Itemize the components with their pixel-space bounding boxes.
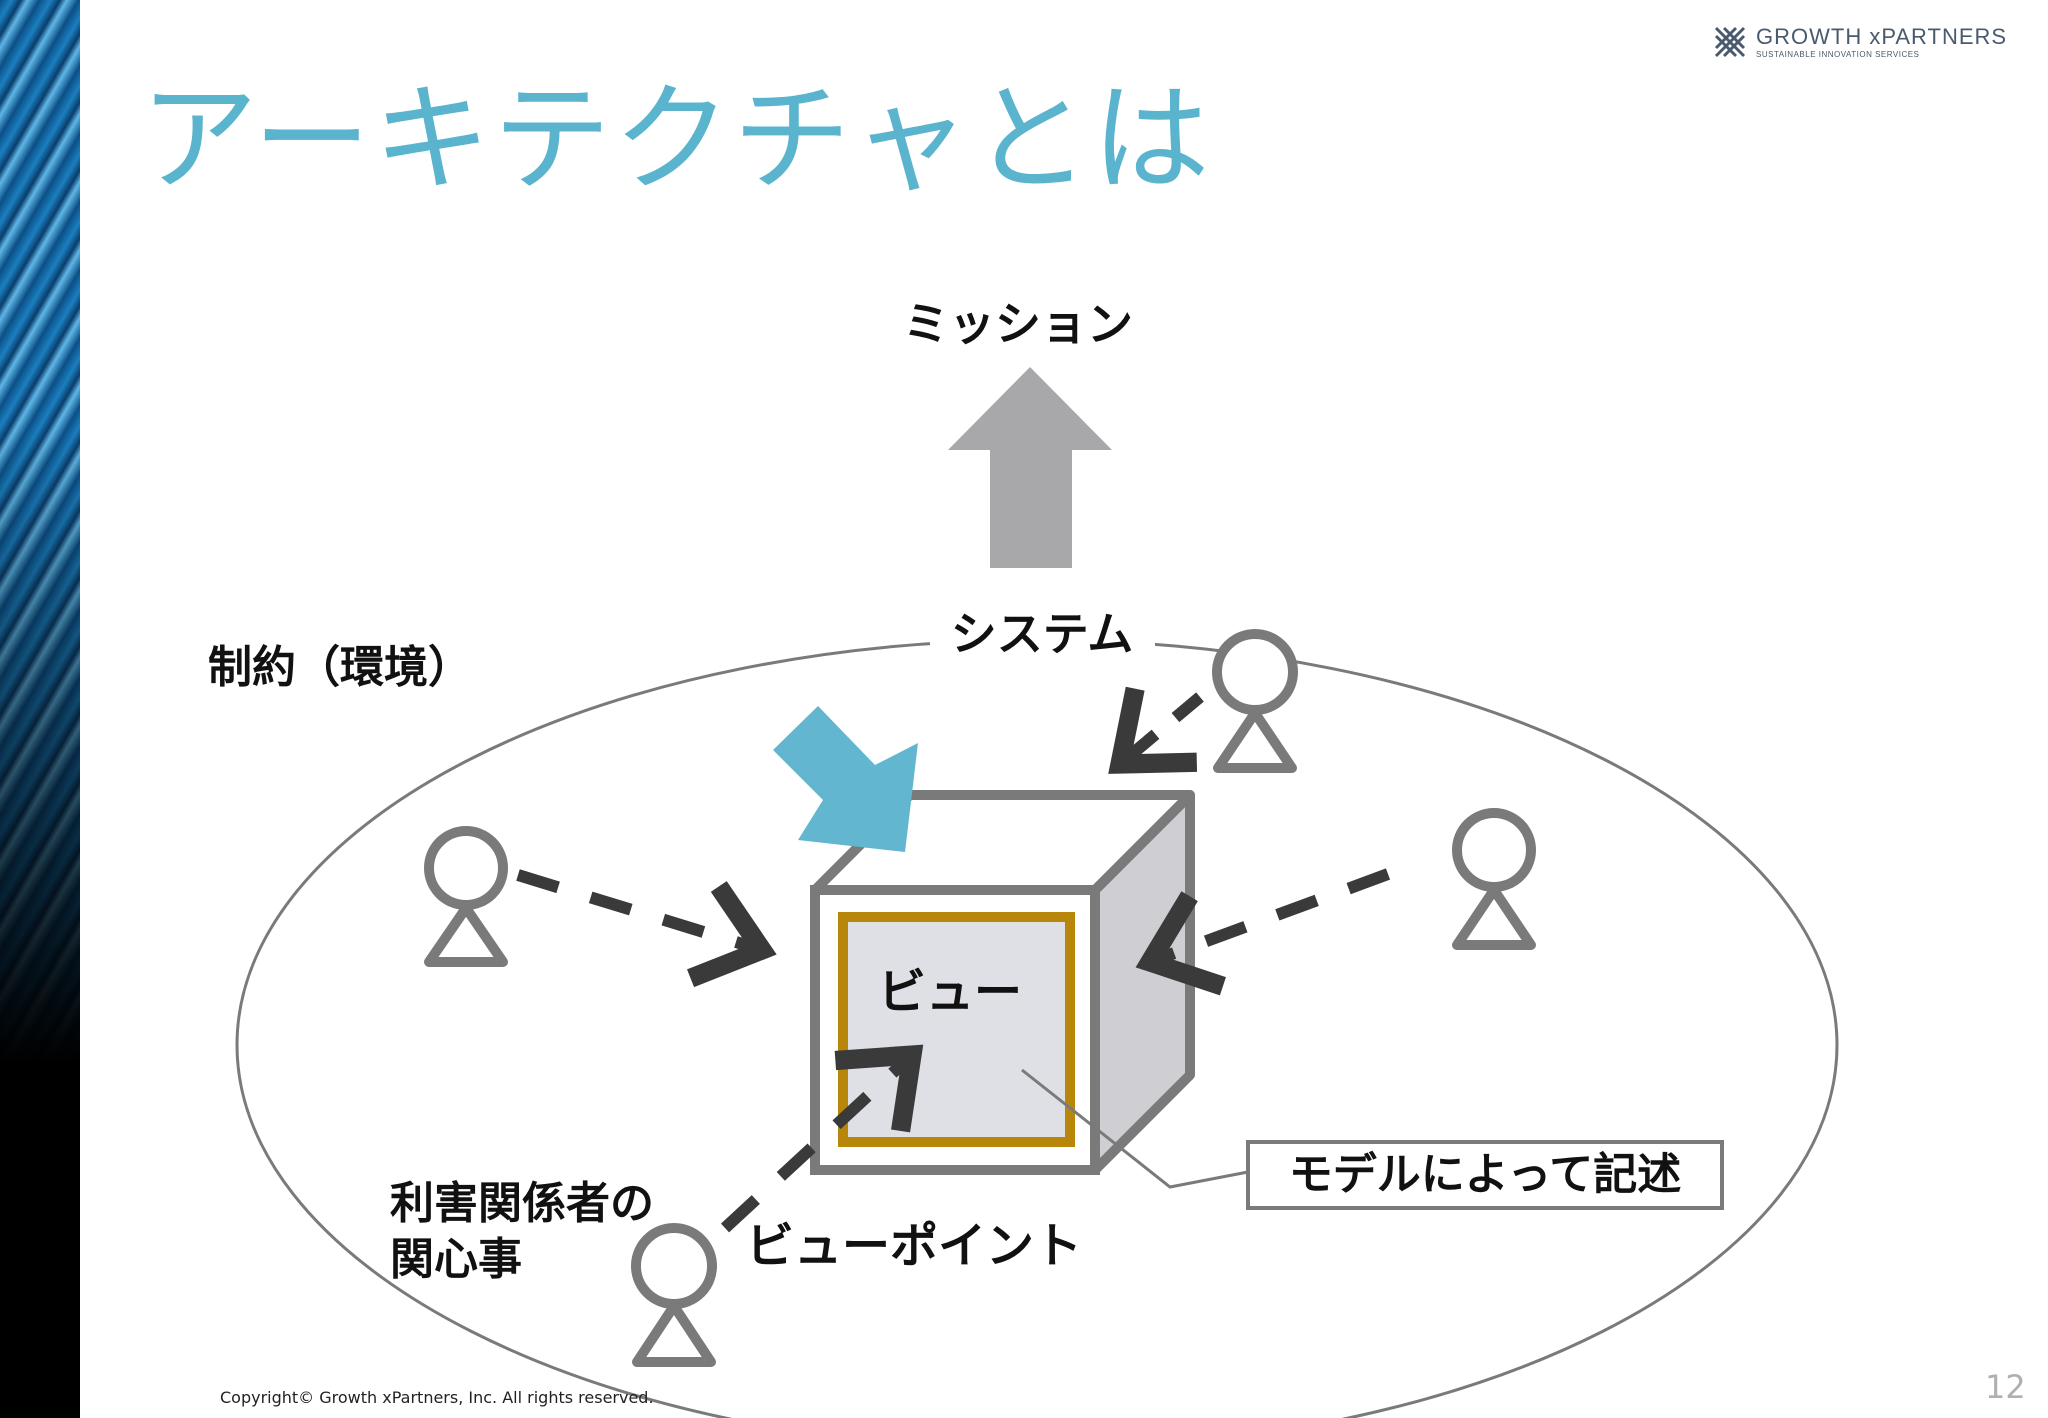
view-label: ビュー [878, 964, 1022, 1020]
stakeholder-arrow-top [1108, 686, 1204, 774]
stakeholder-figure-top [1212, 629, 1298, 773]
stakeholder-figure-right [1452, 808, 1536, 950]
mission-arrow [948, 367, 1112, 568]
stakeholder-figure-left [424, 826, 508, 967]
callout-box [1246, 1140, 1724, 1210]
concern-label-line2: 関心事 [390, 1234, 522, 1285]
callout-leader-line [1021, 1068, 1249, 1189]
system-cube [810, 790, 1195, 1175]
logo-tagline: SUSTAINABLE INNOVATION SERVICES [1756, 50, 1920, 59]
logo-name: GROWTH xPARTNERS [1756, 24, 2008, 49]
mission-label: ミッション [903, 297, 1133, 351]
concern-label-line1: 利害関係者の [390, 1178, 654, 1229]
stakeholder-figure-bottom [631, 1223, 717, 1367]
system-label-backing [930, 608, 1155, 668]
ocean-side-strip [0, 0, 80, 1418]
model-note-label: モデルによって記述 [1289, 1149, 1681, 1200]
crosshatch-logo-icon [1714, 26, 1746, 58]
view-frame [838, 912, 1075, 1147]
stakeholder-arrow-left [516, 869, 777, 988]
constraints-label: 制約（環境） [208, 642, 472, 693]
slide-title: アーキテクチャとは [140, 70, 1212, 208]
copyright-text: Copyright© Growth xPartners, Inc. All ri… [220, 1388, 654, 1407]
page-number: 12 [1985, 1368, 2026, 1406]
company-logo: GROWTH xPARTNERS SUSTAINABLE INNOVATION … [1712, 22, 2006, 66]
system-label: システム [951, 607, 1134, 661]
viewpoint-label: ビューポイント [746, 1218, 1082, 1274]
accent-arrow [773, 706, 918, 852]
